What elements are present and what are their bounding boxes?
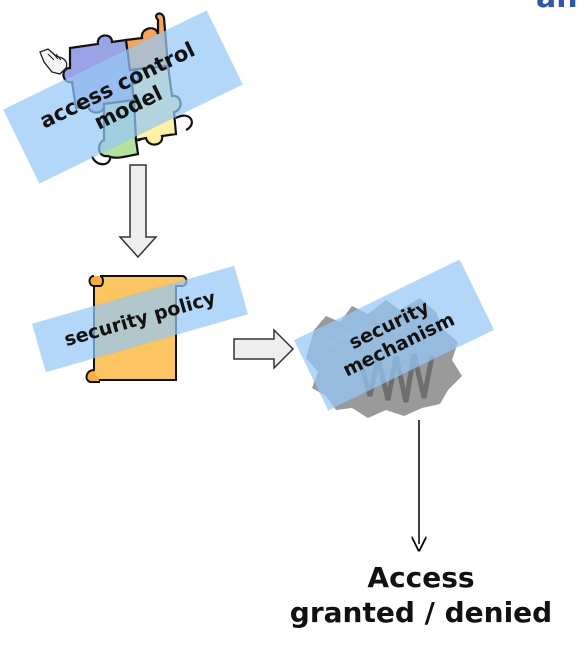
model-to-policy-arrow	[118, 164, 158, 259]
policy-to-mechanism-arrow	[233, 328, 295, 370]
access-outcome: Access granted / denied	[272, 560, 570, 630]
outcome-line1: Access	[367, 561, 475, 594]
hand-cursor-icon	[39, 48, 68, 75]
outcome-line2: granted / denied	[289, 596, 553, 629]
corner-title-fragment: an	[536, 0, 578, 15]
